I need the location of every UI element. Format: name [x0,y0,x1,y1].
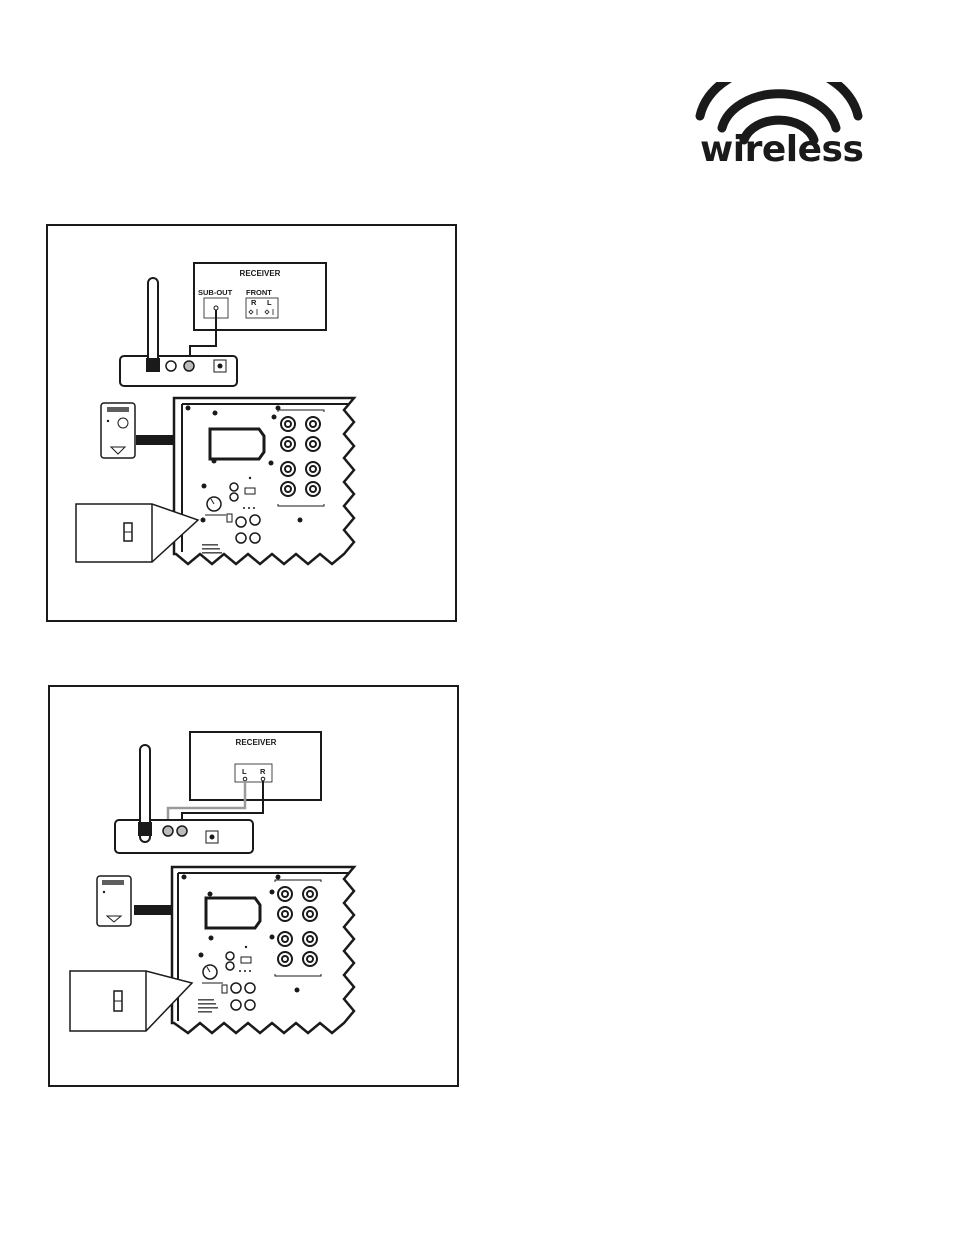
front-right-label: R [251,298,257,307]
front-label: FRONT [246,288,272,297]
line-out-right-label: R [260,767,266,776]
transmitter-jack-2 [184,361,194,371]
wireless-module-slot [206,898,260,928]
transmitter-jack-2 [177,826,187,836]
diagram-2-drawing: RECEIVER L R [50,687,457,1085]
polk-logo-mark [102,880,124,885]
transmitter-jack-1 [166,361,176,371]
subwoofer-rear-panel [174,398,354,564]
antenna-base [138,822,152,836]
diagram-sub-out-connection: RECEIVER SUB-OUT FRONT R L [46,224,457,622]
wireless-transmitter [115,820,253,853]
line-out-frame [235,764,272,782]
wireless-logo-text: wireless [700,128,863,172]
receiver-title: RECEIVER [240,269,281,278]
wireless-module-slot [210,429,264,459]
diagram-1-drawing: RECEIVER SUB-OUT FRONT R L [48,226,455,620]
diagram-line-level-connection: RECEIVER L R [48,685,459,1087]
receiver-title: RECEIVER [236,738,277,747]
front-left-label: L [267,298,272,307]
polk-logo-mark [107,407,129,412]
power-switch-small [227,514,232,522]
transmitter-jack-1 [163,826,173,836]
switch-icon [241,957,251,963]
sub-out-jack [214,306,218,310]
line-out-left-label: L [242,767,247,776]
antenna-icon [148,278,158,370]
sub-out-label: SUB-OUT [198,288,233,297]
power-switch-small [222,985,227,993]
antenna-base [146,358,160,372]
switch-icon [245,488,255,494]
